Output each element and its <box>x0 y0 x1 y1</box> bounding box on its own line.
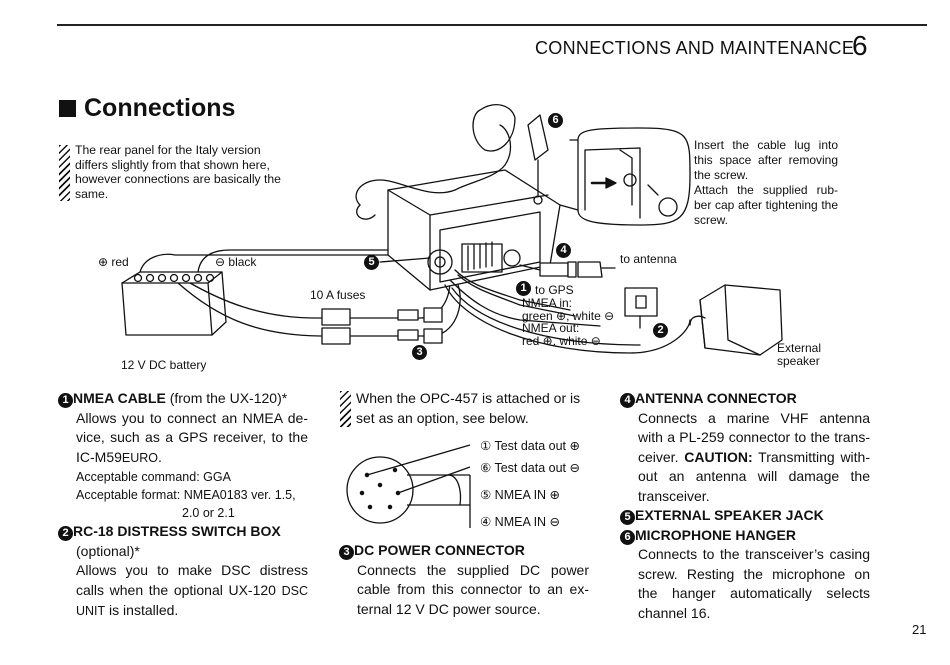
pin-6-label: ⑥ Test data out ⊖ <box>480 461 580 475</box>
item-number-3: 3 <box>339 545 354 560</box>
to-gps-label: to GPS <box>535 283 574 297</box>
item-body-6: Connects to the transceiver’s casing scr… <box>638 546 870 621</box>
item-title-suffix-1: (from the UX-120)* <box>165 390 288 406</box>
square-bullet-icon <box>59 100 76 117</box>
callout-2: 2 <box>653 323 668 338</box>
chapter-number: 6 <box>852 30 868 61</box>
unit-text: UNIT <box>76 604 106 618</box>
opc-note-hatch-icon <box>340 391 351 427</box>
inset-instructions: Insert the cable lug into this space aft… <box>694 138 838 227</box>
item-body-2-text-b: is installed. <box>105 602 179 618</box>
callout-4: 4 <box>556 243 571 258</box>
nmea-in-label: NMEA in: <box>522 296 573 310</box>
external-speaker-label: External speaker <box>777 341 822 368</box>
battery-label: 12 V DC battery <box>121 358 207 372</box>
connection-diagram <box>121 104 783 356</box>
battery-drawing <box>121 271 227 336</box>
item-body-4-text-a: Connects a marine VHF antenna with a PL-… <box>638 409 870 465</box>
item-title-4: ANTENNA CONNECTOR <box>635 390 797 406</box>
item-body-1-text: Allows you to connect an NMEA de-vice, s… <box>76 409 308 465</box>
item-number-6: 6 <box>620 529 635 545</box>
item-title-3: DC POWER CONNECTOR <box>354 542 525 558</box>
callout-6: 6 <box>548 113 563 128</box>
page-number: 21 <box>912 622 927 637</box>
pin-4-label: ④ NMEA IN ⊖ <box>480 515 561 529</box>
acceptable-format: Acceptable format: NMEA0183 ver. 1.5, <box>76 488 296 502</box>
euro-suffix: EURO <box>121 450 159 465</box>
nmea-out-value: red ⊕, white ⊖ <box>522 333 601 348</box>
item-title-5: EXTERNAL SPEAKER JACK <box>635 507 824 523</box>
item-body-3: Connects the supplied DC power cable fro… <box>357 561 589 617</box>
connector-pin-diagram <box>346 444 471 528</box>
callout-1: 1 <box>516 281 531 296</box>
callout-5: 5 <box>364 255 379 270</box>
note-hatch-icon <box>59 145 70 201</box>
item-body-4: Connects a marine VHF antenna with a PL-… <box>620 409 870 507</box>
item-optional-2: (optional)* <box>76 542 140 559</box>
nmea-in-value: green ⊕, white ⊖ <box>522 308 615 323</box>
black-terminal-label: ⊖ black <box>215 255 257 269</box>
callout-3: 3 <box>412 345 427 360</box>
dsc-text: DSC <box>281 583 308 598</box>
caution-label: CAUTION: <box>684 448 753 465</box>
section-title-text: Connections <box>84 94 236 122</box>
item-title-1: NMEA CABLE <box>73 390 166 406</box>
section-title: Connections <box>59 94 235 123</box>
item-number-5: 5 <box>620 510 635 525</box>
item-body-2: Allows you to make DSC distress calls wh… <box>58 561 308 622</box>
item-body-2-text-a: Allows you to make DSC distress calls wh… <box>76 562 308 598</box>
item-body-1: Allows you to connect an NMEA de-vice, s… <box>58 409 308 469</box>
pin-5-label: ⑤ NMEA IN ⊕ <box>480 488 561 502</box>
item-number-2: 2 <box>58 526 73 541</box>
acceptable-format-cont: 2.0 or 2.1 <box>182 506 235 520</box>
item-title-6: MICROPHONE HANGER <box>635 526 797 543</box>
fuses-label: 10 A fuses <box>310 288 366 302</box>
item-body-1-period: . <box>158 448 162 465</box>
item-body-4-text-b: Transmitting with-out an antenna will da… <box>638 448 870 504</box>
item-number-1: 1 <box>58 393 73 408</box>
header-rule <box>57 24 927 26</box>
item-number-4: 4 <box>620 393 635 408</box>
transceiver-drawing <box>387 169 561 291</box>
to-antenna-label: to antenna <box>620 252 677 266</box>
nmea-wiring-labels: NMEA in: green ⊕, white ⊖ NMEA out: red … <box>522 297 614 347</box>
opc-note: When the OPC-457 is attached or is set a… <box>356 390 581 426</box>
pin-1-label: ① Test data out ⊕ <box>480 439 580 453</box>
chapter-title: CONNECTIONS AND MAINTENANCE <box>535 38 855 58</box>
acceptable-command: Acceptable command: GGA <box>76 470 231 484</box>
rear-panel-note: The rear panel for the Italy version dif… <box>75 143 281 201</box>
red-terminal-label: ⊕ red <box>98 255 129 269</box>
item-title-2: RC-18 DISTRESS SWITCH BOX <box>73 523 281 539</box>
nmea-out-label: NMEA out: <box>522 321 580 335</box>
